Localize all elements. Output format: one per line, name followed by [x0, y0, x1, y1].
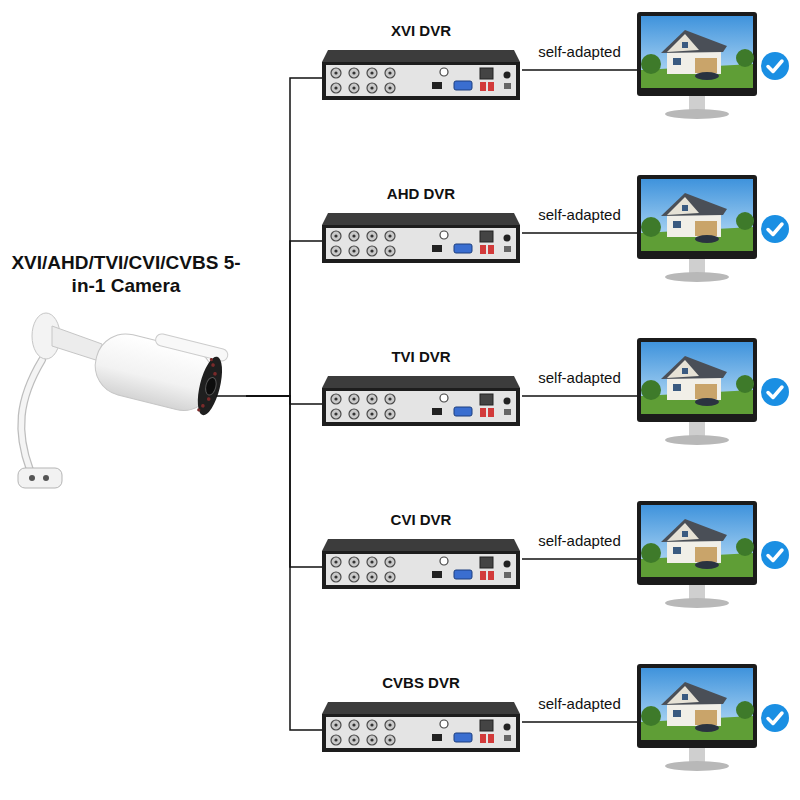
camera-node: XVI/AHD/TVI/CVI/CVBS 5-in-1 Camera [6, 252, 246, 492]
dvr-device [322, 376, 520, 426]
dvr-illustrations [322, 50, 520, 752]
check-mark [761, 541, 789, 569]
dvr-node: CVBS DVR [322, 674, 520, 750]
check-mark [761, 215, 789, 243]
camera-heading: XVI/AHD/TVI/CVI/CVBS 5-in-1 Camera [6, 252, 246, 298]
signal-cable [246, 396, 322, 567]
signal-cable [246, 396, 322, 404]
monitor [637, 338, 757, 445]
monitor [637, 501, 757, 608]
adapt-note-text: self-adapted [536, 695, 623, 712]
dvr-node: AHD DVR [322, 185, 520, 261]
dvr-device [322, 213, 520, 263]
monitor [637, 12, 757, 119]
monitor [637, 664, 757, 771]
dvr-device [322, 539, 520, 589]
signal-cable [246, 241, 322, 396]
monitor [637, 175, 757, 282]
dvr-label: AHD DVR [322, 185, 520, 203]
dvr-label: TVI DVR [322, 348, 520, 366]
dvr-device [322, 50, 520, 100]
signal-cable [246, 396, 322, 730]
check-mark [761, 378, 789, 406]
dvr-device [322, 702, 520, 752]
check-marks [761, 52, 789, 732]
adapt-note: self-adapted [522, 532, 637, 550]
signal-cable [246, 78, 322, 396]
adapt-note-text: self-adapted [536, 206, 623, 223]
adapt-note-text: self-adapted [536, 532, 623, 549]
adapt-note: self-adapted [522, 206, 637, 224]
adapt-note-text: self-adapted [536, 369, 623, 386]
dvr-node: TVI DVR [322, 348, 520, 424]
dvr-label: XVI DVR [322, 22, 520, 40]
dvr-node: XVI DVR [322, 22, 520, 98]
dvr-label: CVBS DVR [322, 674, 520, 692]
adapt-note: self-adapted [522, 695, 637, 713]
monitor-illustrations [637, 12, 757, 771]
adapt-note-text: self-adapted [536, 43, 623, 60]
adapt-note: self-adapted [522, 369, 637, 387]
dvr-node: CVI DVR [322, 511, 520, 587]
dvr-label: CVI DVR [322, 511, 520, 529]
camera-illustration [18, 313, 246, 488]
video-wires [522, 70, 637, 722]
check-mark [761, 704, 789, 732]
adapt-note: self-adapted [522, 43, 637, 61]
check-mark [761, 52, 789, 80]
